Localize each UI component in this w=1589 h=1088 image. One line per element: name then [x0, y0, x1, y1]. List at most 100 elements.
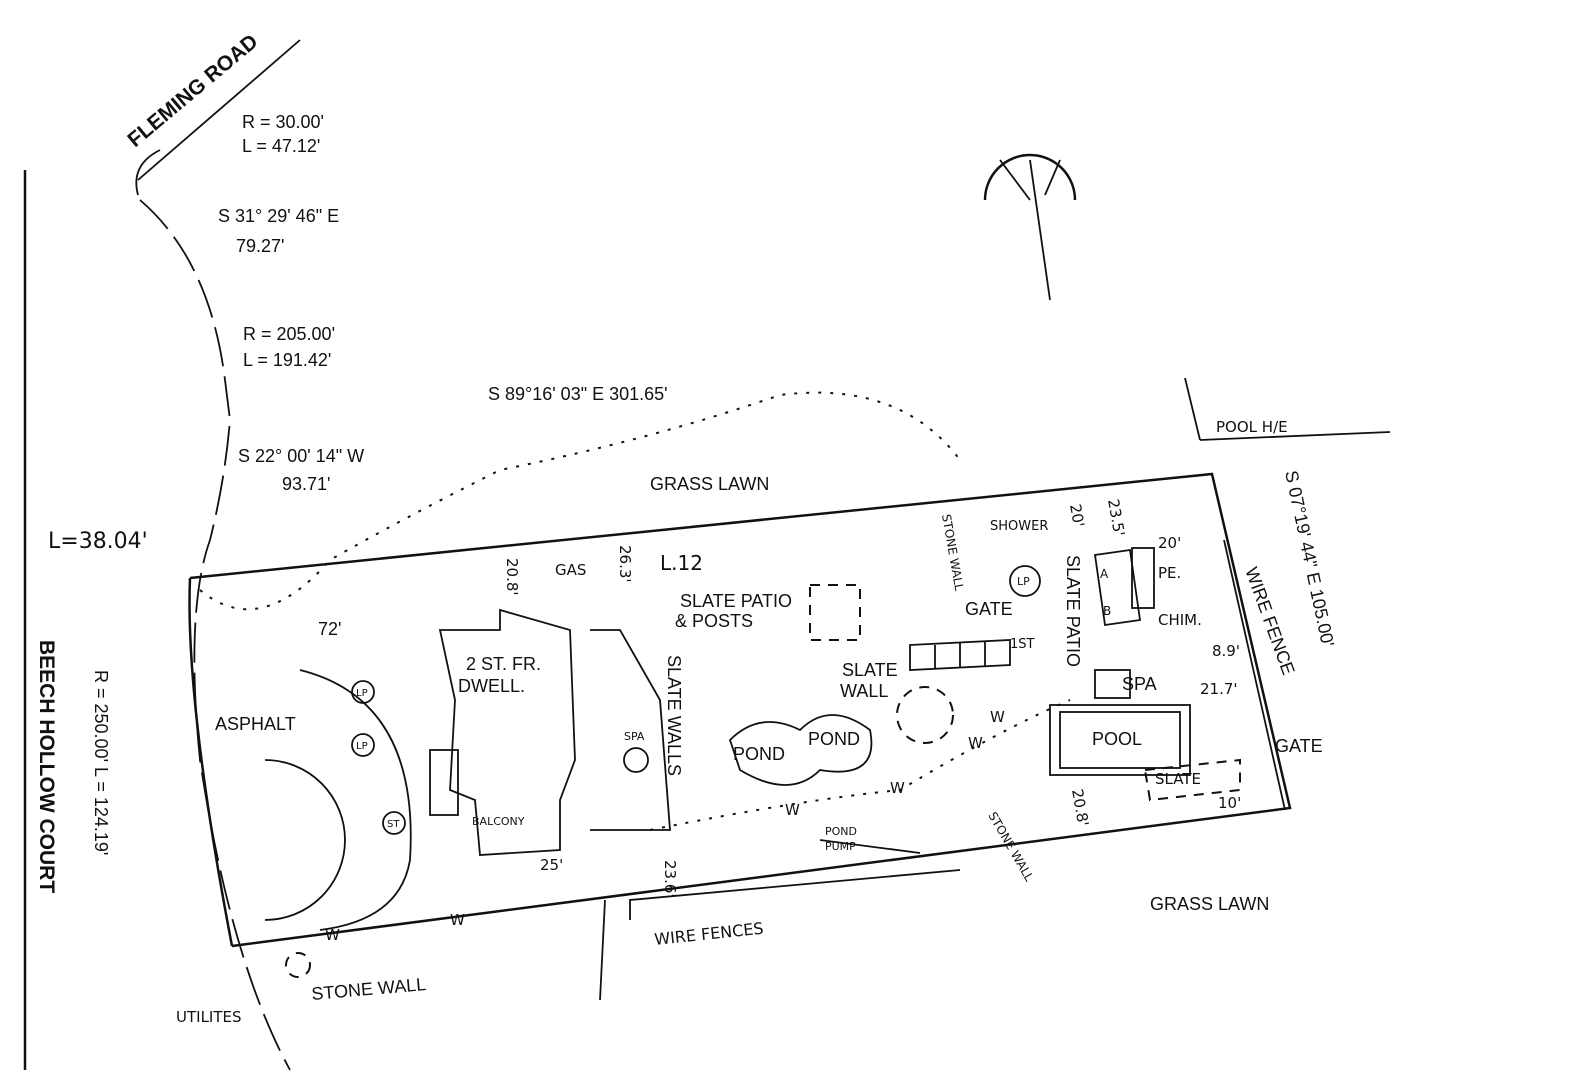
dwelling-label-1: 2 ST. FR. — [466, 654, 541, 674]
house-bay — [429, 749, 459, 816]
pe-box — [1131, 547, 1155, 609]
balcony-label: BALCONY — [472, 815, 525, 828]
slate-wall-label-2: WALL — [840, 681, 888, 701]
slate-box — [1143, 758, 1241, 802]
slate-patio-box — [809, 584, 861, 641]
pool-house-leader — [1184, 377, 1201, 441]
gas-label: GAS — [555, 561, 586, 579]
line1-dist: 79.27' — [236, 236, 284, 256]
a-label: A — [1100, 567, 1109, 581]
line2-dist: 93.71' — [282, 474, 330, 494]
dim-21-7: 21.7' — [1200, 680, 1238, 698]
water-w-5: W — [968, 734, 983, 752]
asphalt-edge — [299, 669, 412, 931]
fleming-road-edge — [137, 39, 301, 181]
slate-patio-label: SLATE PATIO — [680, 591, 792, 611]
spa-circle — [623, 747, 649, 773]
wire-fence-s — [629, 869, 961, 920]
west-curve-label: R = 250.00' L = 124.19' — [91, 670, 111, 855]
spa-box — [1094, 669, 1131, 699]
dim-20-8-b: 20.8' — [1068, 788, 1092, 828]
water-w-6: W — [990, 708, 1005, 726]
water-w-3: W — [785, 801, 800, 819]
lp-circle-3 — [1009, 565, 1041, 597]
dim-10: 10' — [1218, 794, 1241, 812]
east-line-bearing: S 07°19' 44" E 105.00' — [1281, 469, 1338, 649]
pool-inner — [1059, 711, 1181, 769]
dim-72: 72' — [318, 619, 341, 639]
pond-pump-label-2: PUMP — [825, 840, 856, 853]
pond-label-2: POND — [808, 729, 860, 749]
posts-label: & POSTS — [675, 611, 753, 631]
circle-feature — [896, 686, 954, 744]
lp-label-2: LP — [356, 741, 368, 752]
st-circle — [382, 811, 406, 835]
grass-lawn-south: GRASS LAWN — [1150, 894, 1269, 914]
dim-23-5: 23.5' — [1104, 498, 1128, 538]
stone-wall-south: STONE WALL — [311, 974, 427, 1004]
stone-wall-north: STONE WALL — [939, 513, 966, 592]
pool-house-line — [1199, 431, 1391, 441]
curve1-l: L = 47.12' — [242, 136, 320, 156]
asphalt-label: ASPHALT — [215, 714, 296, 734]
water-w-4: W — [890, 779, 905, 797]
asphalt-circle — [264, 759, 346, 921]
dim-20-b: 20' — [1158, 534, 1181, 552]
dim-26-3: 26.3' — [616, 545, 634, 583]
utilities-label: UTILITES — [176, 1008, 242, 1026]
grass-lawn-north: GRASS LAWN — [650, 474, 769, 494]
pond-pump-label-1: POND — [825, 825, 857, 838]
pond-label-1: POND — [733, 744, 785, 764]
lp-label-3: LP — [1017, 575, 1030, 588]
shower-label: SHOWER — [990, 519, 1048, 534]
dim-8-9: 8.9' — [1212, 642, 1240, 660]
water-w-2: W — [450, 911, 465, 929]
north-arrow-icon — [983, 153, 1077, 301]
wire-fence-line — [1223, 539, 1286, 811]
wire-fences-label: WIRE FENCES — [653, 919, 764, 949]
steps — [909, 639, 1011, 671]
st-label: ST — [387, 819, 400, 830]
spa-label-1: SPA — [624, 730, 645, 743]
slate-patio-vertical: SLATE PATIO — [1063, 555, 1083, 667]
chim-label: CHIM. — [1158, 611, 1202, 629]
dim-20-8: 20.8' — [503, 558, 521, 596]
lp-label-1: LP — [356, 688, 368, 699]
slate-walls-outline — [590, 629, 671, 831]
fence-segment — [599, 899, 606, 1001]
curve-r30 — [135, 149, 161, 196]
gate-label-2: GATE — [1275, 736, 1323, 756]
pool-rect — [1049, 704, 1191, 776]
north-line-bearing: S 89°16' 03" E 301.65' — [488, 384, 668, 404]
dwelling-label-2: DWELL. — [458, 676, 525, 696]
lot-west-line — [188, 577, 234, 947]
line2-bearing: S 22° 00' 14" W — [238, 446, 364, 466]
wire-fence-label: WIRE FENCE — [1241, 565, 1298, 678]
house-outline — [438, 608, 576, 856]
water-line — [649, 699, 1071, 831]
pond-pump-line — [819, 839, 921, 854]
step-label: 1ST — [1010, 637, 1035, 652]
pool-house-box — [1093, 548, 1142, 627]
water-w-1: W — [325, 926, 340, 944]
slate-walls-label: SLATE WALLS — [664, 655, 684, 776]
gate-label-1: GATE — [965, 599, 1013, 619]
b-label: B — [1103, 604, 1111, 618]
lp-circle-1 — [351, 680, 375, 704]
west-boundary-arc — [139, 199, 291, 1071]
pool-house-label: POOL H/E — [1216, 418, 1288, 436]
pond-outline — [728, 714, 873, 786]
curve1-r: R = 30.00' — [242, 112, 324, 132]
lot-boundary — [189, 472, 1292, 948]
curve3-length: L=38.04' — [48, 529, 148, 554]
l12-label: L.12 — [660, 551, 703, 575]
spa-label-2: SPA — [1122, 674, 1157, 694]
slate-wall-label: SLATE — [842, 660, 898, 680]
beech-hollow-label: BEECH HOLLOW COURT — [35, 640, 58, 893]
curve2-r: R = 205.00' — [243, 324, 335, 344]
utility-circle — [285, 952, 311, 978]
dim-20-a: 20' — [1066, 503, 1088, 529]
dim-23-6: 23.6' — [661, 860, 679, 898]
